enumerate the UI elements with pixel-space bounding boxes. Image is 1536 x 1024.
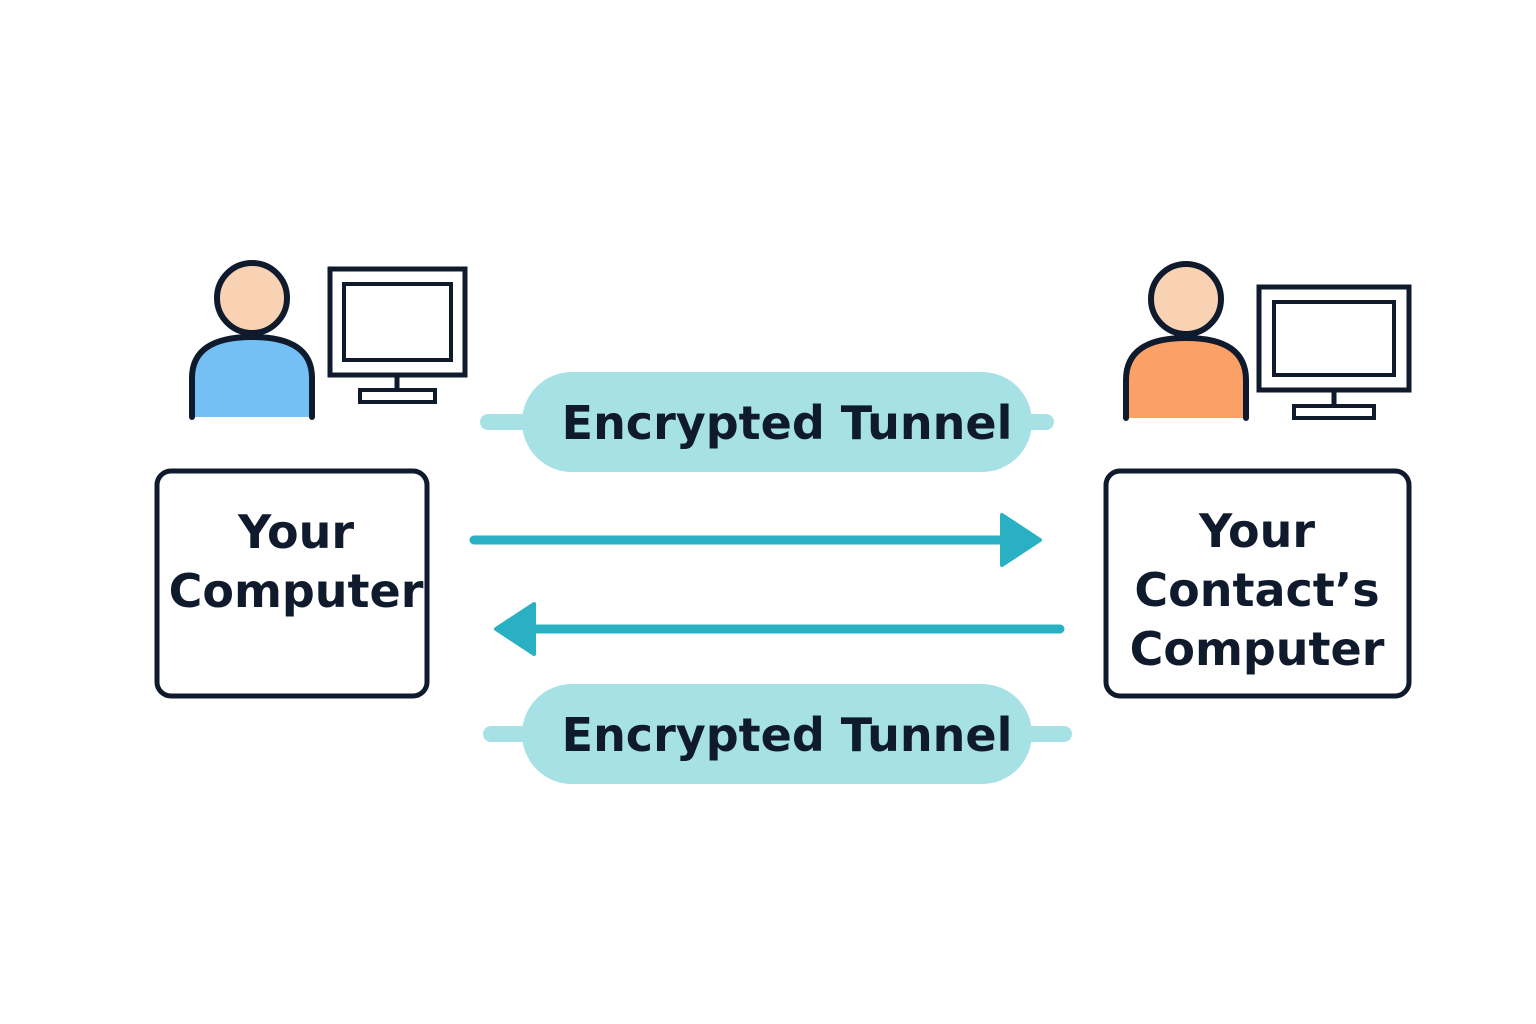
top-tunnel-pill xyxy=(522,372,1032,472)
bottom-tunnel-label: Encrypted Tunnel xyxy=(562,708,1013,762)
left-person-body xyxy=(189,334,315,420)
left-person-head xyxy=(214,260,290,336)
right-node-label-line-1: Your xyxy=(1198,504,1315,558)
bottom-tunnel: Encrypted Tunnel xyxy=(483,684,1072,784)
right-node-label-line-2: Contact’s xyxy=(1134,563,1379,617)
top-tunnel-label: Encrypted Tunnel xyxy=(562,396,1013,450)
arrow-right-icon xyxy=(469,513,1042,567)
right-person-icon xyxy=(1123,261,1249,421)
bottom-tunnel-pill xyxy=(522,684,1032,784)
left-node-label-line-1: Your xyxy=(237,505,354,559)
left-node-box: Your Computer xyxy=(154,468,430,699)
right-person-head xyxy=(1148,261,1224,337)
top-tunnel: Encrypted Tunnel xyxy=(480,372,1054,472)
right-node-label-line-3: Computer xyxy=(1130,622,1385,676)
left-person-icon xyxy=(189,260,315,420)
arrow-left-icon xyxy=(494,602,1065,656)
left-monitor-icon xyxy=(327,266,468,404)
right-node-box: Your Contact’s Computer xyxy=(1103,468,1412,699)
right-monitor-icon xyxy=(1256,284,1412,420)
right-person-body xyxy=(1123,335,1249,421)
left-node-label-line-2: Computer xyxy=(169,564,424,618)
